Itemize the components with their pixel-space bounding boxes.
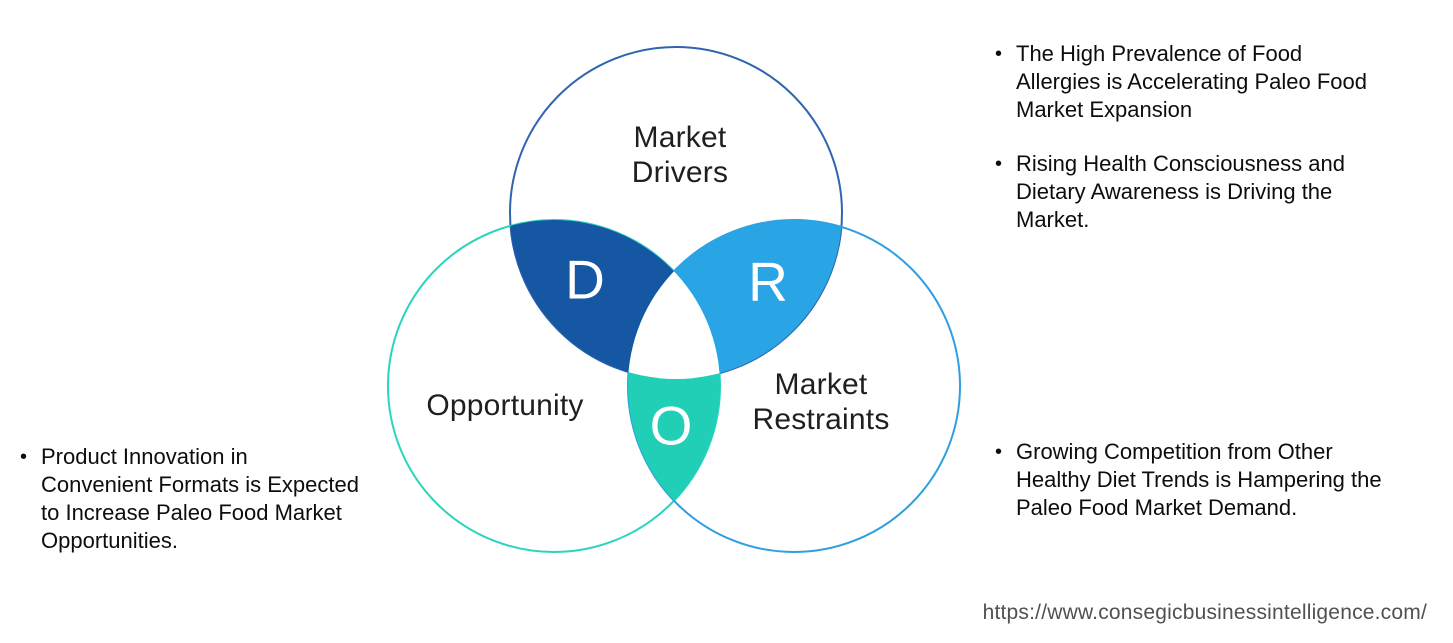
restraints-letter: R — [748, 250, 788, 313]
drivers-notes: • The High Prevalence of Food Allergies … — [995, 40, 1425, 260]
opportunity-label: Opportunity — [426, 389, 584, 422]
bullet-item: • The High Prevalence of Food Allergies … — [995, 40, 1425, 124]
opportunity-notes: • Product Innovation in Convenient Forma… — [20, 443, 420, 581]
bullet-text: The High Prevalence of Food Allergies is… — [1016, 41, 1367, 122]
opportunity-letter: O — [649, 394, 693, 457]
drivers-label: Market Drivers — [631, 121, 729, 189]
bullet-text: Growing Competition from Other Healthy D… — [1016, 439, 1382, 520]
bullet-item: • Growing Competition from Other Healthy… — [995, 438, 1425, 522]
bullet-text: Product Innovation in Convenient Formats… — [41, 444, 359, 553]
bullet-item: • Rising Health Consciousness and Dietar… — [995, 150, 1425, 234]
bullet-marker: • — [995, 43, 1003, 65]
bullet-marker: • — [995, 441, 1003, 463]
restraints-notes: • Growing Competition from Other Healthy… — [995, 438, 1425, 548]
bullet-marker: • — [20, 446, 28, 468]
drivers-opportunity-lens — [510, 220, 720, 379]
bullet-item: • Product Innovation in Convenient Forma… — [20, 443, 420, 555]
restraints-label: Market Restraints — [752, 368, 890, 436]
drivers-letter: D — [565, 248, 605, 311]
bullet-marker: • — [995, 153, 1003, 175]
bullet-text: Rising Health Consciousness and Dietary … — [1016, 151, 1345, 232]
source-url: https://www.consegicbusinessintelligence… — [982, 601, 1427, 624]
drivers-restraints-lens — [628, 220, 842, 379]
